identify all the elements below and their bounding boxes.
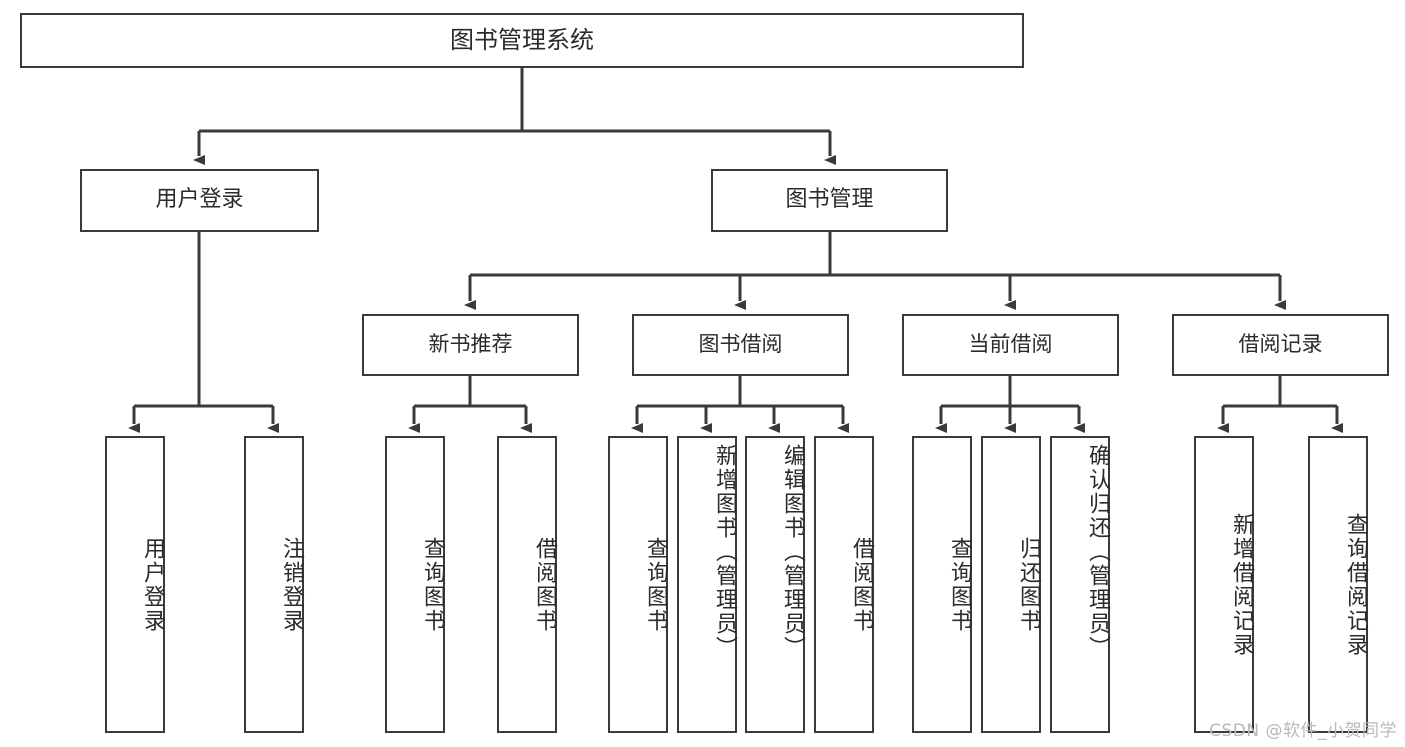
node-leaf-query-book-current-label: 查询图书 (947, 536, 972, 633)
node-leaf-borrow-book[interactable]: 借阅图书 (814, 436, 874, 733)
node-leaf-return-book[interactable]: 归还图书 (981, 436, 1041, 733)
node-leaf-add-borrow-record-label: 新增借阅记录 (1229, 512, 1254, 657)
node-borrow-record[interactable]: 借阅记录 (1172, 314, 1389, 376)
node-book-borrow-label: 图书借阅 (698, 332, 783, 357)
node-book-management[interactable]: 图书管理 (711, 169, 948, 232)
node-book-management-label: 图书管理 (785, 187, 874, 213)
node-leaf-query-book-current[interactable]: 查询图书 (912, 436, 972, 733)
node-leaf-query-book-rec-label: 查询图书 (420, 536, 445, 633)
node-leaf-add-book-admin-label: 新增图书（管理员） (712, 444, 737, 660)
node-root-label: 图书管理系统 (450, 26, 594, 55)
node-leaf-confirm-return-admin-label: 确认归还（管理员） (1085, 444, 1110, 660)
node-leaf-query-borrow-record[interactable]: 查询借阅记录 (1308, 436, 1368, 733)
node-borrow-record-label: 借阅记录 (1238, 332, 1323, 357)
node-leaf-query-book-borrow[interactable]: 查询图书 (608, 436, 668, 733)
node-leaf-add-borrow-record[interactable]: 新增借阅记录 (1194, 436, 1254, 733)
node-book-borrow[interactable]: 图书借阅 (632, 314, 849, 376)
node-leaf-user-login[interactable]: 用户登录 (105, 436, 165, 733)
node-leaf-return-book-label: 归还图书 (1016, 536, 1041, 633)
node-leaf-borrow-book-rec-label: 借阅图书 (532, 536, 557, 633)
node-leaf-edit-book-admin-label: 编辑图书（管理员） (780, 444, 805, 660)
node-leaf-query-book-rec[interactable]: 查询图书 (385, 436, 445, 733)
node-leaf-logout-label: 注销登录 (279, 536, 304, 633)
node-leaf-add-book-admin[interactable]: 新增图书（管理员） (677, 436, 737, 733)
csdn-watermark: CSDN @软件_小贺同学 (1209, 721, 1397, 741)
node-new-book-recommend[interactable]: 新书推荐 (362, 314, 579, 376)
node-leaf-borrow-book-rec[interactable]: 借阅图书 (497, 436, 557, 733)
node-leaf-borrow-book-label: 借阅图书 (849, 536, 874, 633)
node-new-book-recommend-label: 新书推荐 (428, 332, 513, 357)
node-current-borrow[interactable]: 当前借阅 (902, 314, 1119, 376)
node-leaf-user-login-label: 用户登录 (140, 536, 165, 633)
node-leaf-confirm-return-admin[interactable]: 确认归还（管理员） (1050, 436, 1110, 733)
node-leaf-edit-book-admin[interactable]: 编辑图书（管理员） (745, 436, 805, 733)
node-current-borrow-label: 当前借阅 (968, 332, 1053, 357)
node-root-system[interactable]: 图书管理系统 (20, 13, 1024, 68)
node-user-login-label: 用户登录 (155, 187, 244, 213)
node-user-login[interactable]: 用户登录 (80, 169, 319, 232)
node-leaf-logout[interactable]: 注销登录 (244, 436, 304, 733)
node-leaf-query-book-borrow-label: 查询图书 (643, 536, 668, 633)
node-leaf-query-borrow-record-label: 查询借阅记录 (1343, 512, 1368, 657)
